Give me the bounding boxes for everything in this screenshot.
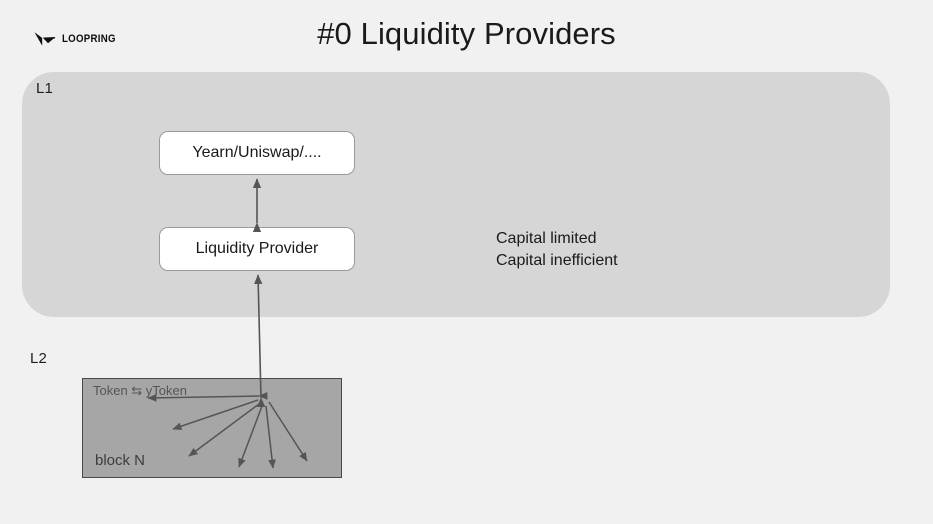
layer-l2-block: Token ⇆ yToken block N [82, 378, 342, 478]
loopring-logo: LOOPRING [33, 30, 123, 48]
layer-l1-region [22, 72, 890, 317]
page-title: #0 Liquidity Providers [317, 16, 616, 51]
note-line-1: Capital limited [496, 230, 597, 247]
layer-l1-label: L1 [36, 80, 54, 97]
node-protocol[interactable]: Yearn/Uniswap/.... [159, 131, 355, 175]
note-line-2: Capital inefficient [496, 252, 618, 269]
layer-l2-label: L2 [30, 350, 48, 367]
node-liquidity-provider[interactable]: Liquidity Provider [159, 227, 355, 271]
node-protocol-label: Yearn/Uniswap/.... [192, 144, 322, 161]
loopring-wordmark: LOOPRING [62, 33, 116, 45]
l2-token-swap-label: Token ⇆ yToken [93, 383, 187, 398]
l2-block-number-label: block N [95, 452, 146, 469]
node-liquidity-provider-label: Liquidity Provider [195, 240, 319, 257]
loopring-arrow-icon [34, 32, 56, 46]
notes-block: Capital limited Capital inefficient [496, 228, 618, 272]
